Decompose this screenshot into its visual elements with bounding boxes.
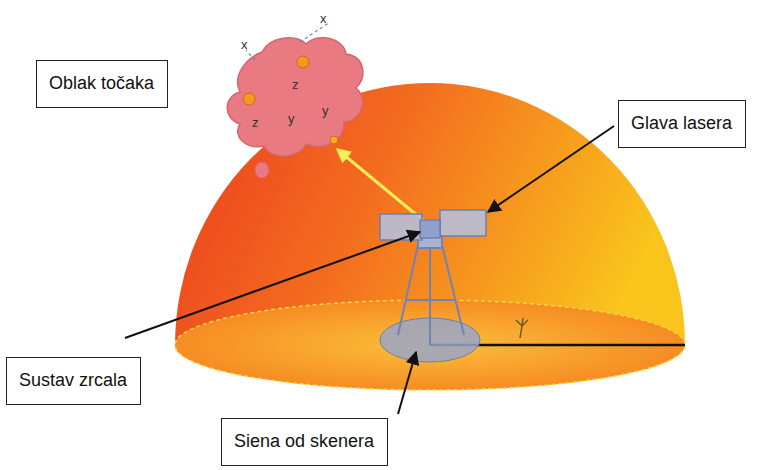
axis-line [246, 50, 255, 60]
cloud-bubble [255, 162, 269, 178]
axis-letter: y [322, 104, 329, 117]
axis-line [300, 22, 330, 42]
leader-line [125, 232, 420, 338]
cloud-point [243, 93, 255, 105]
label-box: Sustav zrcala [6, 357, 141, 405]
leader-line [398, 352, 416, 414]
axis-letter: z [252, 116, 259, 129]
label-text: Oblak točaka [49, 73, 155, 95]
label-box: Glava lasera [618, 100, 746, 148]
cloud-point [297, 56, 309, 68]
laser-head [380, 214, 422, 240]
leader-line [488, 126, 614, 212]
axis-letter: z [292, 78, 299, 91]
label-text: Siena od skenera [234, 431, 375, 453]
label-text: Sustav zrcala [19, 370, 128, 392]
small-figure [516, 318, 528, 338]
label-box: Siena od skenera [221, 418, 388, 466]
label-box: Oblak točaka [36, 60, 168, 108]
point-cloud [227, 38, 363, 157]
mirror-system [420, 220, 440, 238]
label-text: Glava lasera [631, 113, 733, 135]
tripod [398, 236, 464, 345]
laser-head [440, 210, 486, 236]
axis-letter: y [288, 112, 295, 125]
axis-letter: x [241, 38, 248, 51]
cloud-point [330, 136, 338, 144]
axis-letter: x [320, 12, 327, 25]
laser-beam [338, 150, 425, 222]
